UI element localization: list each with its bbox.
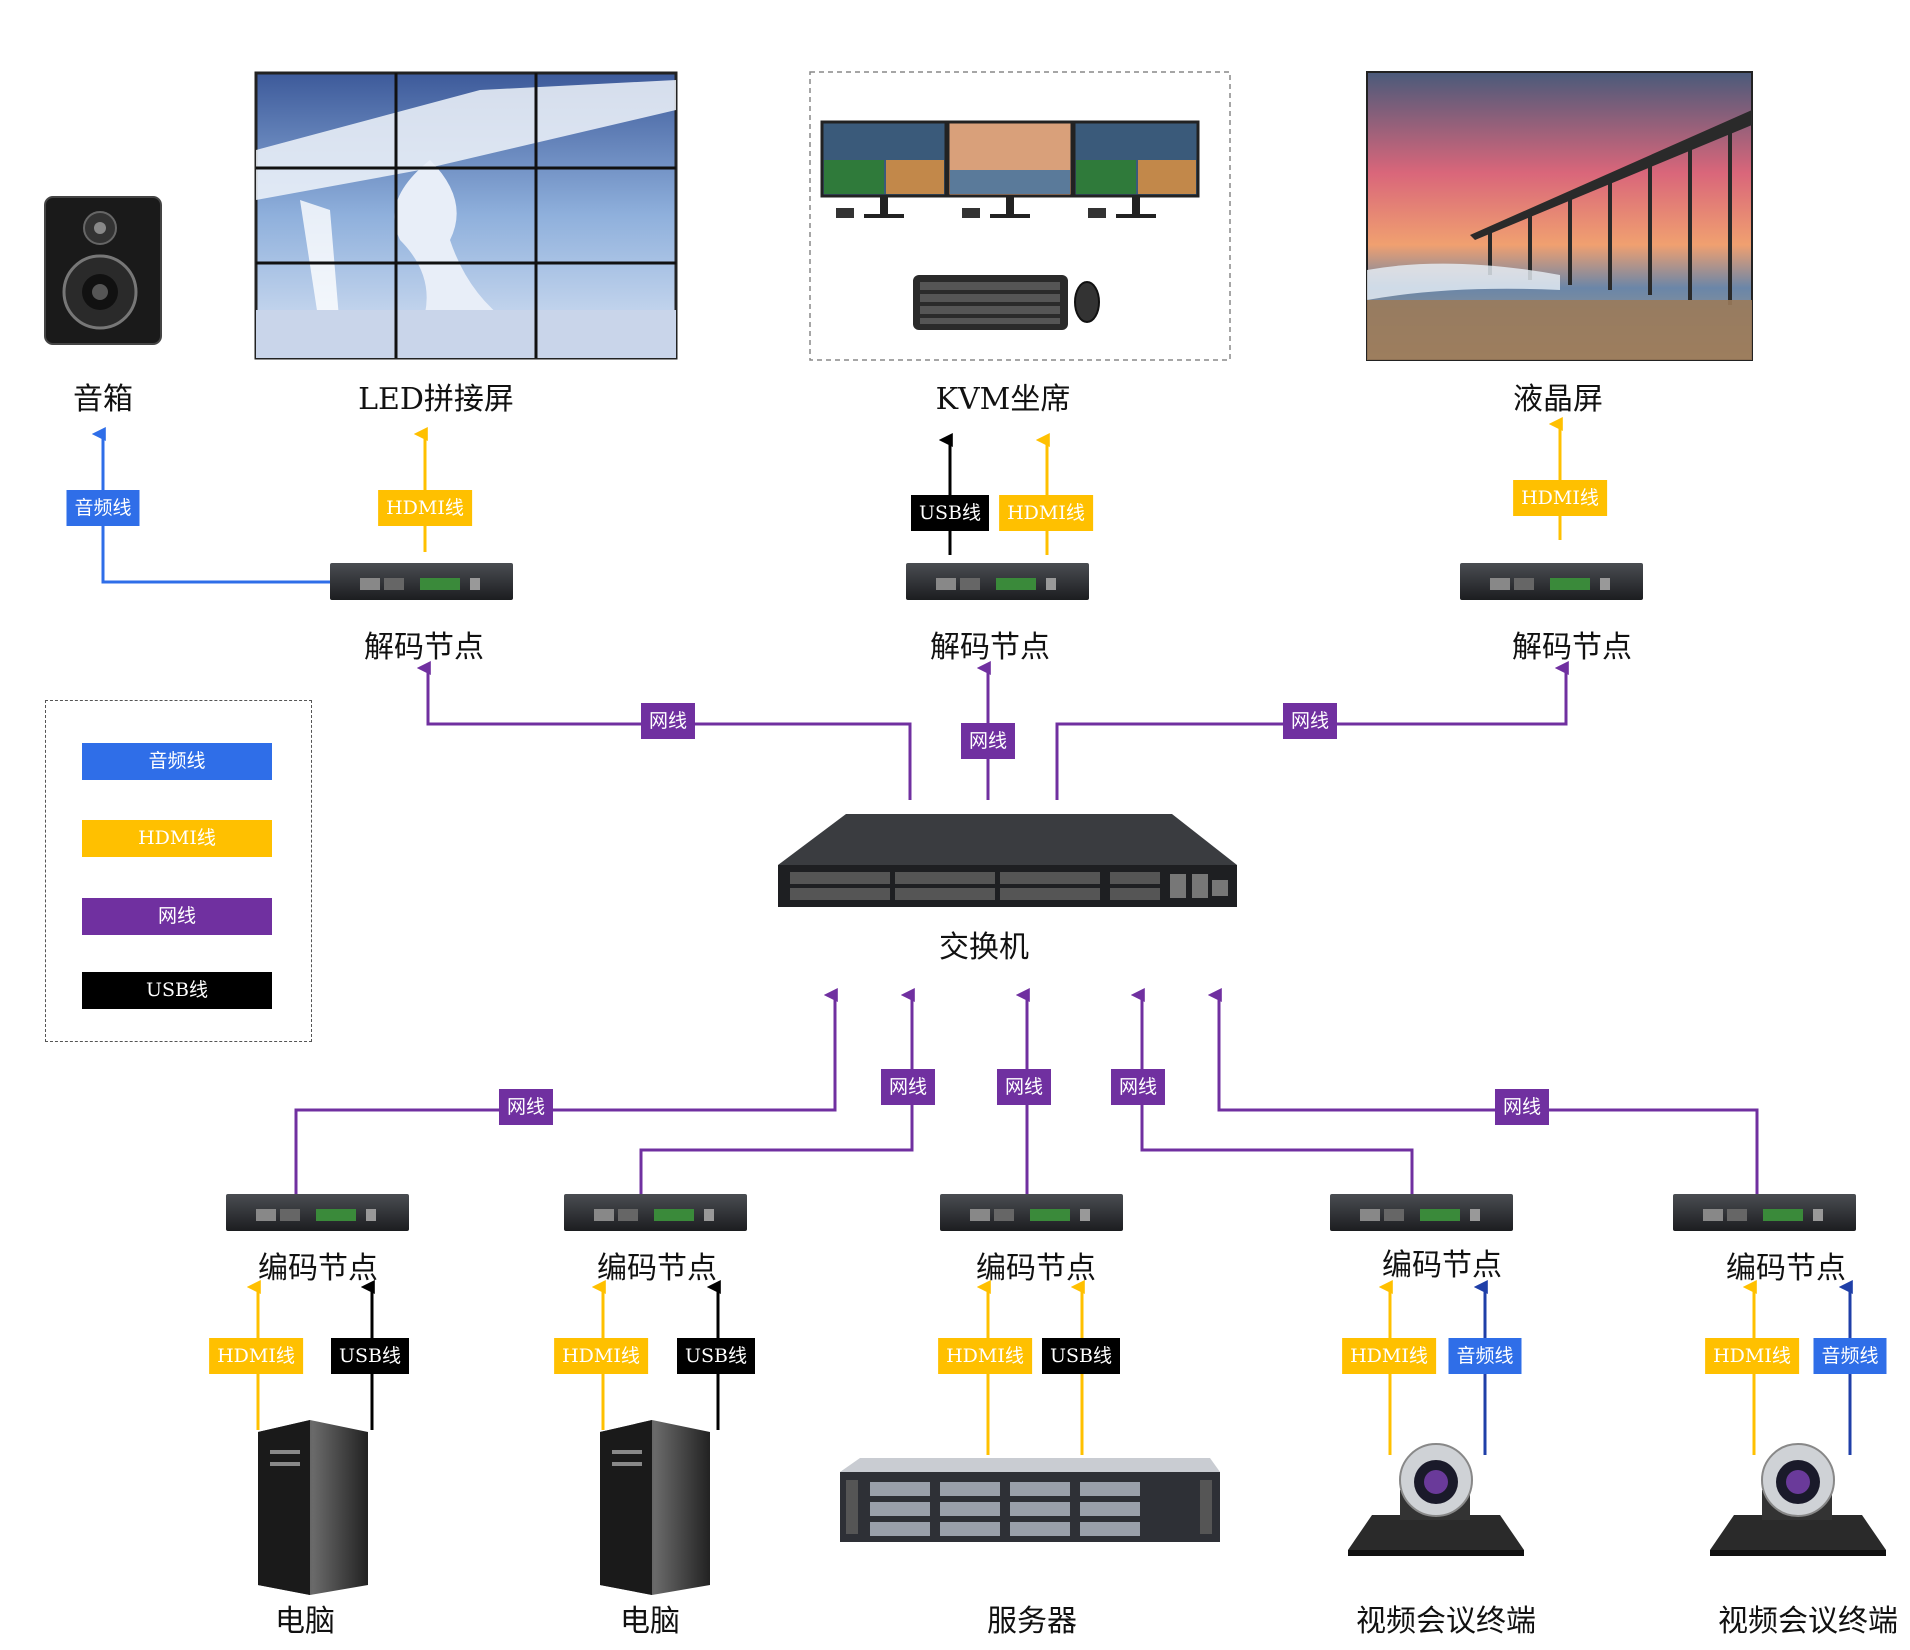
label-switch: 交换机 (939, 930, 1029, 965)
tag-audio-vc-1: 音频线 (1448, 1338, 1522, 1374)
tag-net-encoder-1: 网线 (498, 1089, 554, 1125)
tag-net-decoder-3: 网线 (1282, 703, 1338, 739)
label-server: 服务器 (987, 1604, 1077, 1639)
tag-net-decoder-2: 网线 (960, 723, 1016, 759)
tag-usb-kvm: USB线 (911, 495, 989, 531)
tag-audio-vc-2: 音频线 (1813, 1338, 1887, 1374)
tag-usb-pc-1: USB线 (331, 1338, 409, 1374)
encoder-node-5-image (1673, 1194, 1856, 1231)
decoder-node-3-image (1460, 563, 1643, 600)
legend (45, 700, 312, 1042)
video-conf-1-image (1348, 1443, 1524, 1556)
server-image (840, 1458, 1220, 1542)
kvm-seat-image (809, 71, 1231, 361)
net-line-encoder-5 (1207, 988, 1759, 1194)
encoder-node-1-image (226, 1194, 409, 1231)
label-video-conf-2: 视频会议终端 (1718, 1604, 1898, 1639)
label-pc-1: 电脑 (275, 1604, 335, 1639)
tag-hdmi-kvm: HDMI线 (999, 495, 1093, 531)
switch-image (778, 814, 1237, 907)
label-encoder-4: 编码节点 (1382, 1248, 1502, 1283)
legend-net: 网线 (82, 898, 272, 935)
tag-hdmi-vc-2: HDMI线 (1705, 1338, 1799, 1374)
label-encoder-5: 编码节点 (1726, 1251, 1846, 1286)
label-video-conf-1: 视频会议终端 (1356, 1604, 1536, 1639)
tag-net-encoder-5: 网线 (1494, 1089, 1550, 1125)
label-decoder-1: 解码节点 (364, 630, 484, 665)
net-line-encoder-1 (294, 988, 838, 1194)
pc-2-image (600, 1420, 710, 1595)
label-decoder-3: 解码节点 (1512, 630, 1632, 665)
audio-line-speaker (91, 427, 330, 584)
legend-hdmi: HDMI线 (82, 820, 272, 857)
video-conf-2-image (1710, 1443, 1886, 1556)
label-lcd: 液晶屏 (1513, 382, 1603, 417)
tag-usb-server: USB线 (1042, 1338, 1120, 1374)
tag-net-encoder-3: 网线 (996, 1069, 1052, 1105)
tag-hdmi-pc-2: HDMI线 (554, 1338, 648, 1374)
label-led-wall: LED拼接屏 (358, 382, 514, 417)
encoder-node-3-image (940, 1194, 1123, 1231)
label-pc-2: 电脑 (620, 1604, 680, 1639)
speaker-image (44, 196, 162, 345)
legend-audio: 音频线 (82, 743, 272, 780)
decoder-node-1-image (330, 563, 513, 600)
decoder-node-2-image (906, 563, 1089, 600)
tag-hdmi-server: HDMI线 (938, 1338, 1032, 1374)
label-encoder-3: 编码节点 (976, 1251, 1096, 1286)
tag-hdmi-vc-1: HDMI线 (1342, 1338, 1436, 1374)
encoder-node-2-image (564, 1194, 747, 1231)
legend-usb: USB线 (82, 972, 272, 1009)
led-wall-image (254, 71, 678, 360)
tag-hdmi-pc-1: HDMI线 (209, 1338, 303, 1374)
label-decoder-2: 解码节点 (930, 630, 1050, 665)
tag-net-decoder-1: 网线 (640, 703, 696, 739)
label-speaker: 音箱 (73, 382, 133, 417)
label-encoder-2: 编码节点 (597, 1251, 717, 1286)
tag-hdmi-lcd: HDMI线 (1513, 480, 1607, 516)
tag-net-encoder-4: 网线 (1110, 1069, 1166, 1105)
pc-1-image (258, 1420, 368, 1595)
label-kvm: KVM坐席 (935, 382, 1071, 417)
tag-net-encoder-2: 网线 (880, 1069, 936, 1105)
tag-hdmi-led: HDMI线 (378, 490, 472, 526)
tag-audio-speaker: 音频线 (66, 490, 140, 526)
net-line-encoder-4 (1130, 988, 1414, 1194)
tag-usb-pc-2: USB线 (677, 1338, 755, 1374)
net-line-encoder-2 (639, 988, 915, 1194)
encoder-node-4-image (1330, 1194, 1513, 1231)
lcd-screen-image (1366, 71, 1753, 361)
label-encoder-1: 编码节点 (258, 1251, 378, 1286)
